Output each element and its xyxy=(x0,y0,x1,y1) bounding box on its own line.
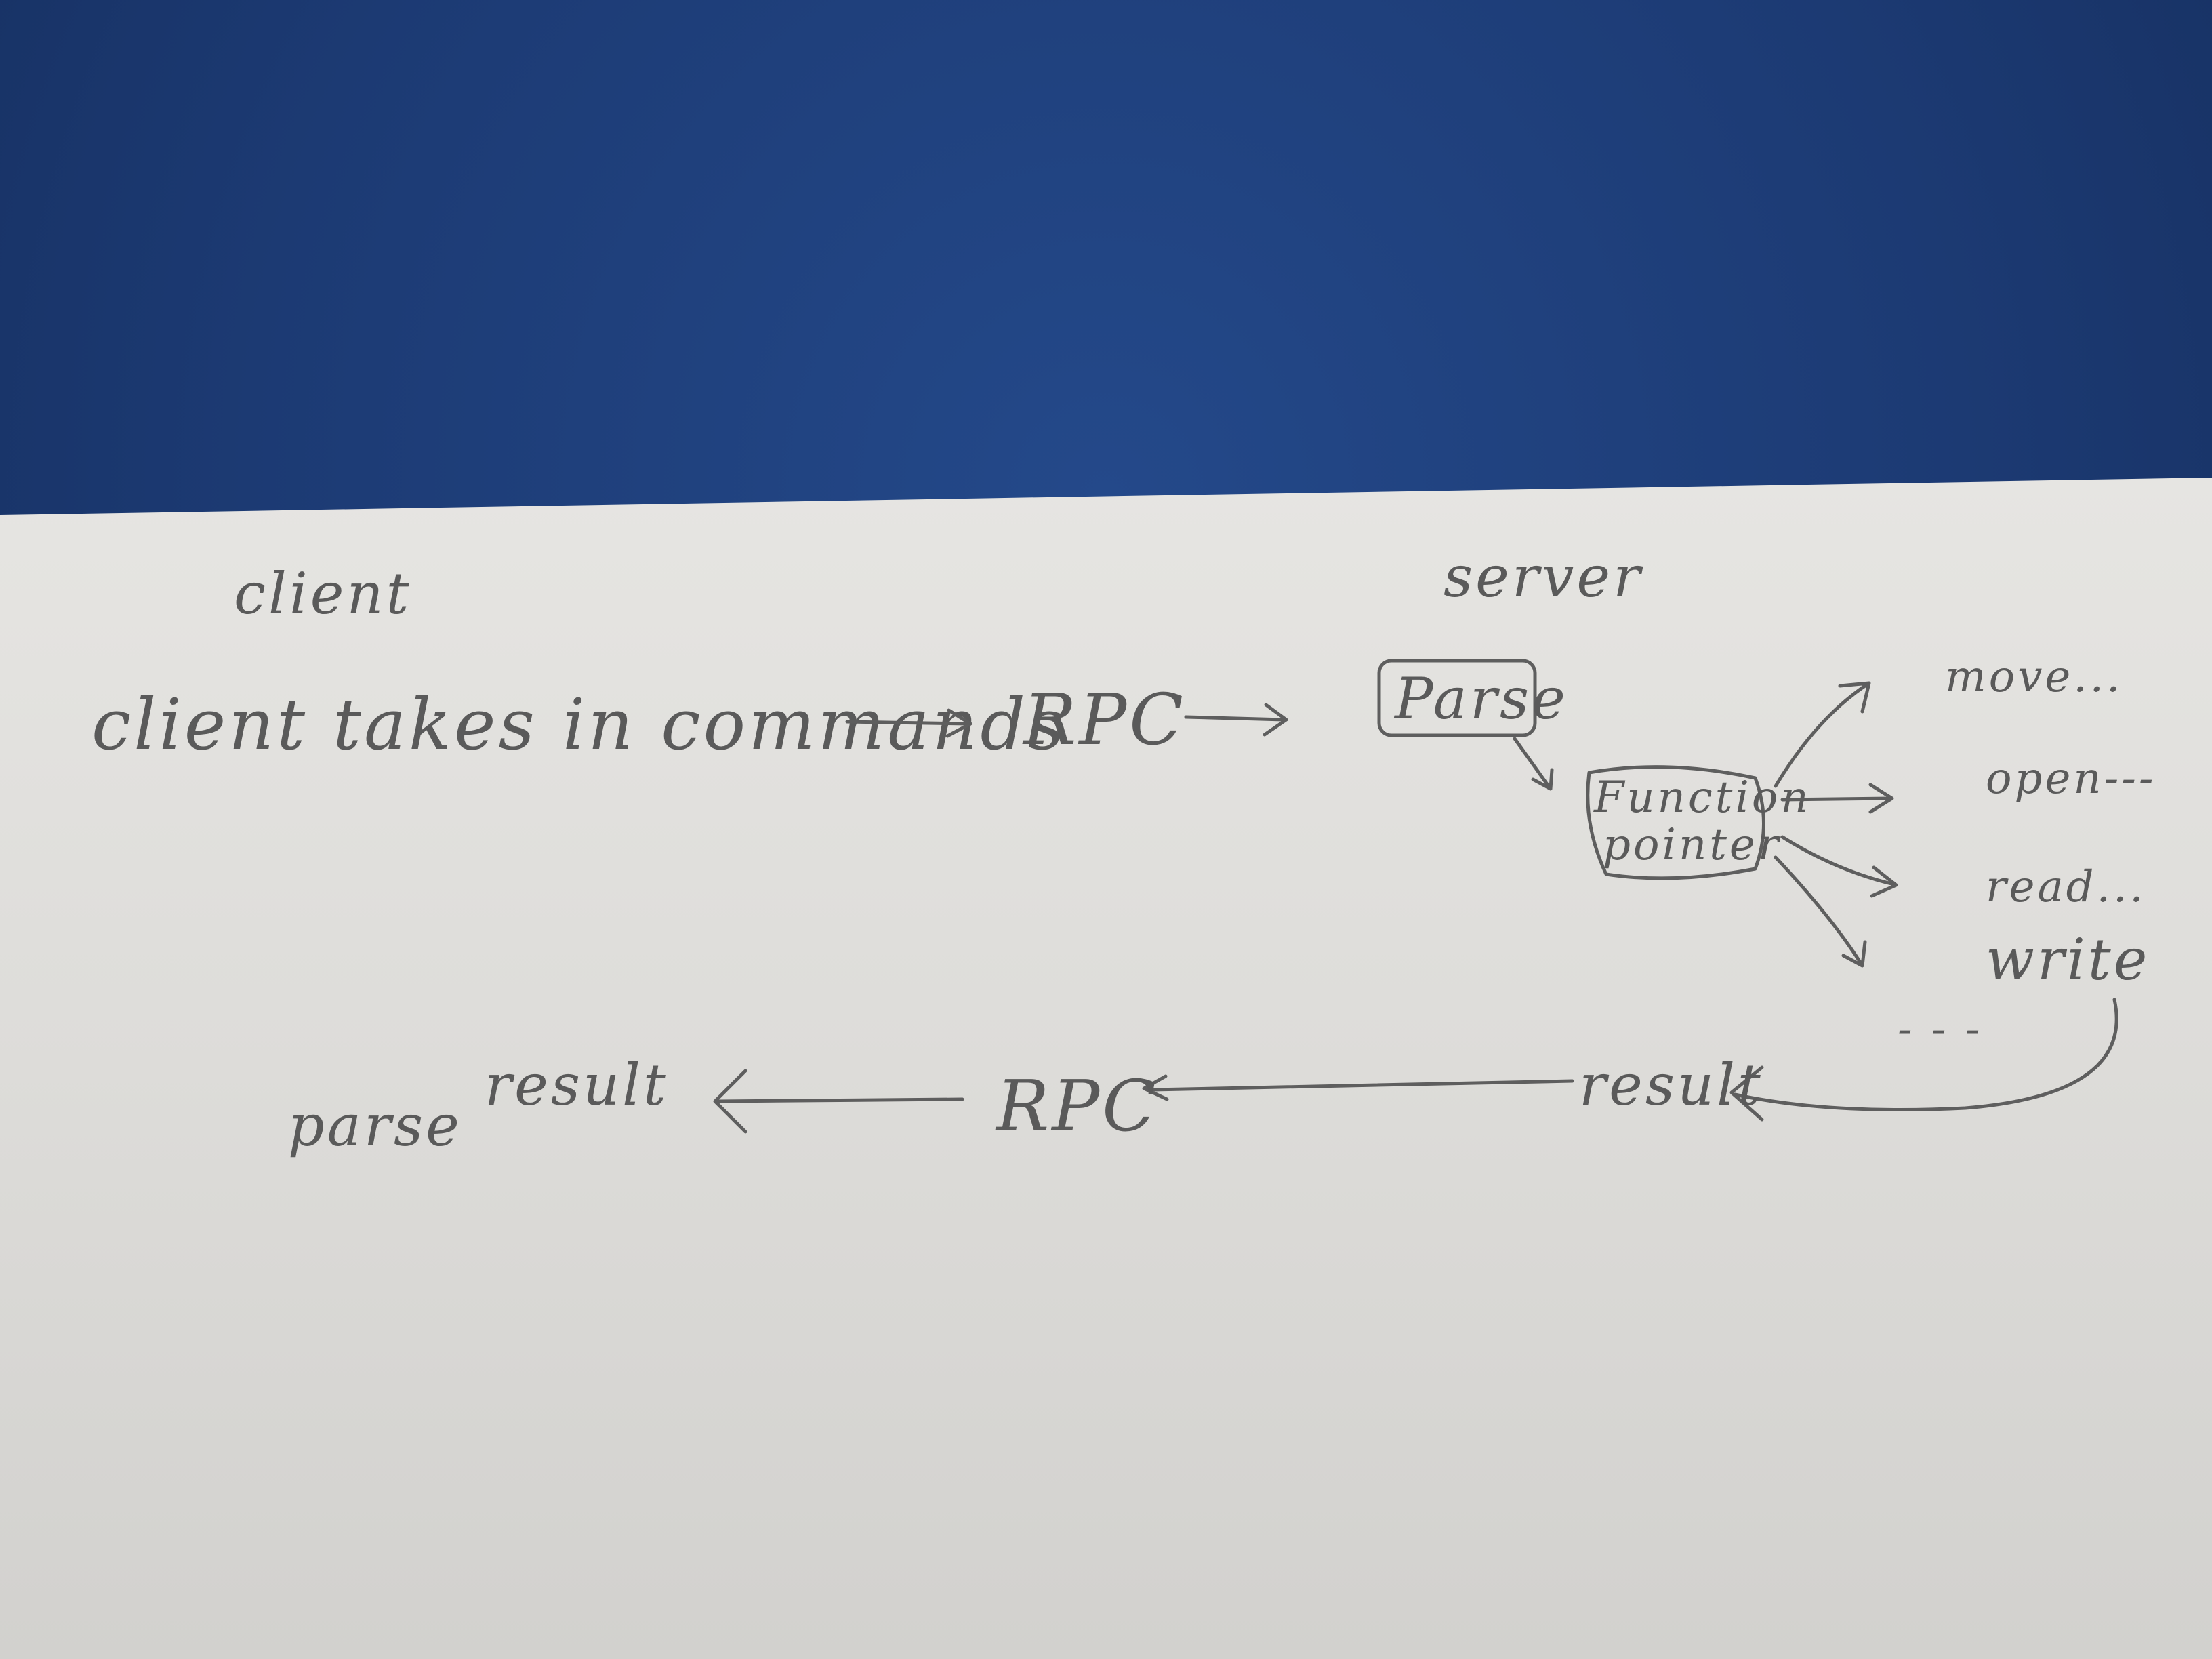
arrow-to-rpc xyxy=(845,708,972,738)
parse-box-label: Parse xyxy=(1393,665,1568,732)
rpc-bottom-label: RPC xyxy=(995,1065,1159,1147)
arrow-rpc-to-client xyxy=(713,1069,964,1134)
rpc-top-label: RPC xyxy=(1022,678,1186,761)
client-takes-commands: client takes in commands xyxy=(91,683,1067,766)
arrow-to-server xyxy=(1184,703,1288,737)
branch-open-label: open--- xyxy=(1986,754,2156,804)
function-pointer-line2: pointer xyxy=(1603,820,1781,870)
function-pointer-line1: Function xyxy=(1593,773,1811,823)
parse-box xyxy=(1377,659,1537,737)
arrow-result-to-rpc xyxy=(1142,1074,1574,1101)
arrow-parse-to-function xyxy=(1513,737,1554,791)
branch-arrow-read xyxy=(1780,835,1898,898)
parse-result-word1: parse xyxy=(288,1092,462,1159)
client-heading: client xyxy=(234,560,411,627)
branch-arrow-write xyxy=(1774,855,1867,968)
result-server-label: result xyxy=(1579,1052,1763,1118)
branch-read-label: read... xyxy=(1986,862,2146,912)
branch-write-label: write xyxy=(1986,926,2150,993)
return-curve xyxy=(1729,998,2118,1122)
branch-move-label: move... xyxy=(1945,652,2123,702)
branch-arrow-open xyxy=(1780,783,1894,814)
branch-more-label: - - - xyxy=(1898,1004,1983,1054)
function-pointer-box xyxy=(1586,765,1765,880)
server-heading: server xyxy=(1443,544,1643,610)
branch-arrow-move xyxy=(1774,681,1871,788)
parse-result-word2: result xyxy=(485,1052,669,1118)
